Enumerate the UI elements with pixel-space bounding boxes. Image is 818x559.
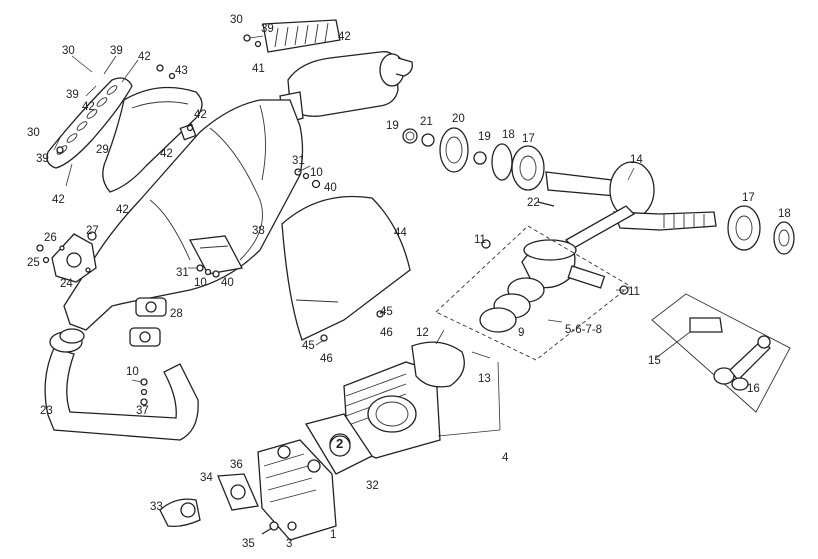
callout-32: 32 — [366, 480, 379, 492]
callout-29: 29 — [96, 144, 109, 156]
exhaust-flange — [51, 233, 97, 283]
callout-14: 14 — [630, 154, 643, 166]
callout-31: 31 — [176, 267, 189, 279]
callout-4: 4 — [502, 452, 509, 464]
callout-20: 20 — [452, 113, 465, 125]
callout-13: 13 — [478, 373, 491, 385]
callout-45: 45 — [302, 340, 315, 352]
leader-lines — [53, 55, 691, 437]
callout-27: 27 — [86, 225, 99, 237]
callout-42: 42 — [116, 204, 129, 216]
shield-panel — [281, 195, 411, 341]
callout-40: 40 — [221, 277, 234, 289]
callout-42: 42 — [82, 101, 95, 113]
upper-left-shield — [46, 77, 133, 169]
callout-42: 42 — [194, 109, 207, 121]
callout-3: 3 — [286, 538, 292, 550]
callout-10: 10 — [126, 366, 139, 378]
piston-assembly — [435, 225, 631, 361]
callout-10: 10 — [310, 167, 323, 179]
callout-labels: 30 39 42 41 30 39 42 43 39 42 42 42 30 3… — [27, 14, 791, 550]
cylinder-gaskets — [411, 341, 491, 388]
callout-30: 30 — [230, 14, 243, 26]
callout-38: 38 — [252, 225, 265, 237]
callout-19: 19 — [386, 120, 399, 132]
callout-28: 28 — [170, 308, 183, 320]
callout-39: 39 — [110, 45, 123, 57]
callout-25: 25 — [27, 257, 40, 269]
callout-42: 42 — [338, 31, 351, 43]
callout-46: 46 — [380, 327, 393, 339]
top-heat-shield — [243, 19, 341, 53]
callout-39: 39 — [261, 23, 274, 35]
callout-23: 23 — [40, 405, 53, 417]
callout-46: 46 — [320, 353, 333, 365]
callout-43: 43 — [175, 65, 188, 77]
callout-34: 34 — [200, 472, 213, 484]
callout-18: 18 — [778, 208, 791, 220]
callout-12: 12 — [416, 327, 429, 339]
connecting-rod-kit — [651, 293, 791, 413]
callout-9: 9 — [518, 327, 524, 339]
callout-39: 39 — [66, 89, 79, 101]
callout-10: 10 — [194, 277, 207, 289]
callout-30: 30 — [27, 127, 40, 139]
callout-31: 31 — [292, 155, 305, 167]
callout-35: 35 — [242, 538, 255, 550]
callout-41: 41 — [252, 63, 265, 75]
callout-17: 17 — [742, 192, 755, 204]
intake-parts — [159, 435, 351, 535]
callout-15: 15 — [648, 355, 661, 367]
callout-45: 45 — [380, 306, 393, 318]
callout-21: 21 — [420, 116, 433, 128]
callout-36: 36 — [230, 459, 243, 471]
callout-2: 2 — [336, 436, 343, 451]
callout-42: 42 — [138, 51, 151, 63]
crankshaft-gears — [402, 127, 545, 191]
crankshaft — [537, 161, 717, 249]
callout-26: 26 — [44, 232, 57, 244]
callout-1: 1 — [330, 529, 336, 541]
callout-22: 22 — [527, 197, 540, 209]
callout-5-6-7-8: 5-6-7-8 — [565, 324, 602, 336]
callout-11: 11 — [474, 234, 486, 246]
callout-42: 42 — [160, 148, 173, 160]
callout-37: 37 — [136, 405, 149, 417]
silencer — [279, 51, 413, 125]
right-bearings — [727, 205, 795, 255]
callout-24: 24 — [60, 278, 73, 290]
callout-39: 39 — [36, 153, 49, 165]
exhaust-gaskets — [129, 297, 167, 347]
callout-16: 16 — [747, 383, 760, 395]
callout-44: 44 — [394, 227, 407, 239]
callout-11: 11 — [628, 286, 640, 298]
callout-40: 40 — [324, 182, 337, 194]
callout-33: 33 — [150, 501, 163, 513]
callout-19: 19 — [478, 131, 491, 143]
callout-17: 17 — [522, 133, 535, 145]
callout-30: 30 — [62, 45, 75, 57]
cylinder-head — [257, 439, 337, 541]
exhaust-pipe-bend — [44, 328, 199, 441]
callout-42: 42 — [52, 194, 65, 206]
callout-18: 18 — [502, 129, 515, 141]
